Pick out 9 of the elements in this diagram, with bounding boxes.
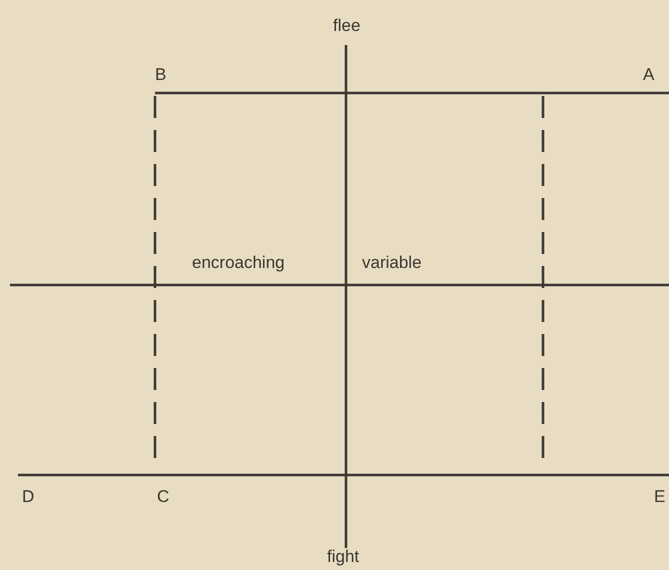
point-label: E: [653, 487, 666, 507]
point-label: B: [154, 65, 168, 85]
region-label: variable: [361, 253, 423, 273]
region-label: encroaching: [191, 253, 286, 273]
point-label: A: [642, 65, 656, 85]
point-label: D: [21, 487, 36, 507]
axis-label: fight: [326, 547, 360, 567]
point-label: C: [156, 487, 170, 507]
axis-label: flee: [332, 16, 362, 36]
